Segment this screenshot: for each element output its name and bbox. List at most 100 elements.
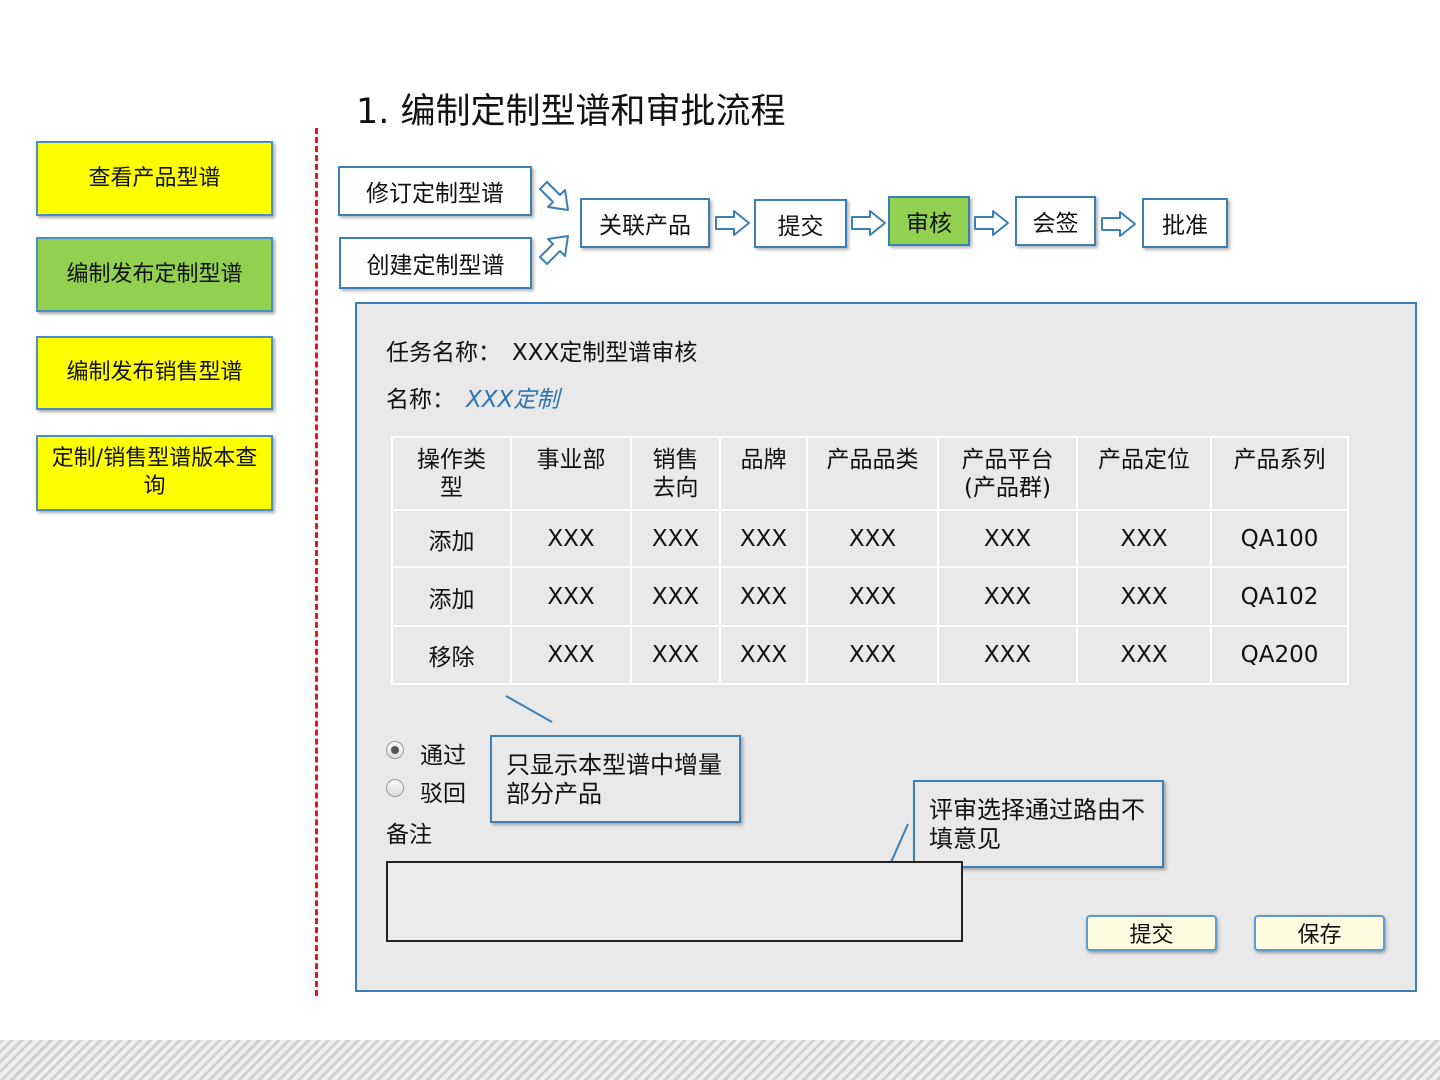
table-cell: QA102 — [1210, 566, 1349, 627]
column-header: 销售去向 — [630, 436, 721, 511]
flow-step-revise: 修订定制型谱 — [338, 166, 532, 216]
reject-radio[interactable] — [386, 779, 404, 797]
flow-step-label: 提交 — [777, 213, 824, 240]
table-cell: XXX — [937, 509, 1078, 568]
name-label: 名称： — [386, 387, 455, 413]
table-cell: XXX — [630, 566, 721, 627]
table-cell: XXX — [719, 566, 808, 627]
flow-step-label: 创建定制型谱 — [366, 253, 505, 279]
arrow-up-right-icon — [539, 235, 569, 265]
table-cell: 添加 — [391, 566, 512, 627]
column-header: 产品定位 — [1076, 436, 1212, 511]
note-line: 填意见 — [929, 825, 1001, 853]
header-line: 产品系列 — [1233, 447, 1326, 473]
reject-label: 驳回 — [420, 781, 466, 807]
flow-step-associate: 关联产品 — [580, 198, 710, 248]
table-row: 移除 XXX XXX XXX XXX XXX XXX QA200 — [391, 625, 1349, 685]
table-cell: XXX — [1076, 625, 1212, 685]
approve-radio[interactable] — [386, 741, 404, 759]
task-name-value: XXX定制型谱审核 — [512, 340, 698, 366]
flow-step-countersign: 会签 — [1015, 196, 1096, 246]
page-title: 1. 编制定制型谱和审批流程 — [356, 92, 786, 132]
column-header: 产品品类 — [806, 436, 939, 511]
header-line: 事业部 — [536, 447, 606, 473]
flow-step-label: 关联产品 — [599, 213, 691, 239]
nav-label: 查看产品型谱 — [88, 165, 221, 191]
callout-incremental-note: 只显示本型谱中增量 部分产品 — [490, 735, 741, 823]
note-line: 评审选择通过路由不 — [929, 796, 1145, 824]
column-header: 操作类型 — [391, 436, 512, 511]
table-cell: XXX — [719, 509, 808, 568]
table-row: 添加 XXX XXX XXX XXX XXX XXX QA100 — [391, 509, 1349, 568]
flow-step-label: 修订定制型谱 — [366, 181, 504, 207]
button-label: 提交 — [1129, 923, 1174, 948]
nav-label: 定制/销售型谱版本查询 — [51, 446, 258, 499]
table-cell: XXX — [510, 625, 632, 685]
table-cell: XXX — [937, 566, 1078, 627]
task-name-label: 任务名称： — [386, 340, 501, 366]
table-cell: XXX — [1076, 566, 1212, 627]
table-cell: XXX — [806, 566, 939, 627]
table-cell: XXX — [510, 566, 632, 627]
header-line: 销售 — [652, 447, 699, 473]
flow-step-label: 会签 — [1032, 211, 1079, 237]
table-cell: QA200 — [1210, 625, 1349, 685]
button-label: 保存 — [1297, 923, 1342, 948]
header-line: 去向 — [652, 475, 699, 501]
table-cell: XXX — [1076, 509, 1212, 568]
column-header: 事业部 — [510, 436, 632, 511]
header-line: 操作类 — [417, 447, 486, 473]
nav-compile-custom-spectrum[interactable]: 编制发布定制型谱 — [36, 237, 273, 312]
header-line: (产品群) — [964, 475, 1051, 501]
callout-opinion-note: 评审选择通过路由不 填意见 — [913, 780, 1164, 868]
approve-label: 通过 — [420, 743, 466, 769]
table-row: 添加 XXX XXX XXX XXX XXX XXX QA102 — [391, 566, 1349, 627]
table-cell: 移除 — [391, 625, 512, 685]
column-header: 产品系列 — [1210, 436, 1349, 511]
name-link[interactable]: XXX定制 — [466, 387, 560, 413]
header-line: 型 — [440, 475, 463, 501]
flow-step-label: 批准 — [1162, 213, 1208, 239]
vertical-divider — [315, 128, 318, 996]
flow-step-submit: 提交 — [754, 199, 847, 248]
nav-label: 编制发布销售型谱 — [66, 360, 243, 385]
radio-selected-dot — [391, 746, 399, 754]
save-button[interactable]: 保存 — [1254, 915, 1385, 951]
nav-view-product-spectrum[interactable]: 查看产品型谱 — [36, 141, 273, 216]
table-cell: XXX — [510, 509, 632, 568]
header-line: 产品平台 — [961, 447, 1054, 473]
arrow-right-icon — [974, 210, 1009, 236]
flow-step-label: 审核 — [906, 211, 952, 237]
column-header: 产品平台(产品群) — [937, 436, 1078, 511]
table-header-row: 操作类型 事业部 销售去向 品牌 产品品类 产品平台(产品群) 产品定位 产品系… — [391, 436, 1349, 511]
arrow-right-icon — [715, 210, 750, 236]
header-line: 产品定位 — [1098, 447, 1190, 473]
nav-label: 编制发布定制型谱 — [66, 261, 243, 287]
header-line: 产品品类 — [826, 447, 919, 473]
product-table: 操作类型 事业部 销售去向 品牌 产品品类 产品平台(产品群) 产品定位 产品系… — [391, 436, 1349, 685]
arrow-down-right-icon — [539, 181, 569, 211]
note-line: 只显示本型谱中增量 — [506, 751, 722, 779]
table-cell: XXX — [937, 625, 1078, 685]
nav-version-query[interactable]: 定制/销售型谱版本查询 — [36, 435, 273, 511]
table-cell: 添加 — [391, 509, 512, 568]
nav-compile-sales-spectrum[interactable]: 编制发布销售型谱 — [36, 336, 273, 410]
table-cell: XXX — [630, 509, 721, 568]
table-cell: XXX — [630, 625, 721, 685]
callout-line — [505, 695, 553, 723]
flow-step-create: 创建定制型谱 — [339, 237, 532, 289]
remark-label: 备注 — [386, 822, 432, 848]
flow-step-approve: 批准 — [1142, 198, 1228, 248]
arrow-right-icon — [1101, 211, 1136, 237]
table-cell: XXX — [719, 625, 808, 685]
table-cell: XXX — [806, 625, 939, 685]
arrow-right-icon — [851, 210, 886, 236]
column-header: 品牌 — [719, 436, 808, 511]
table-cell: QA100 — [1210, 509, 1349, 568]
table-cell: XXX — [806, 509, 939, 568]
header-line: 品牌 — [740, 447, 787, 473]
footer-stripe — [0, 1040, 1440, 1080]
submit-button[interactable]: 提交 — [1086, 915, 1217, 951]
remark-textarea[interactable] — [386, 861, 963, 942]
note-line: 部分产品 — [506, 780, 602, 808]
